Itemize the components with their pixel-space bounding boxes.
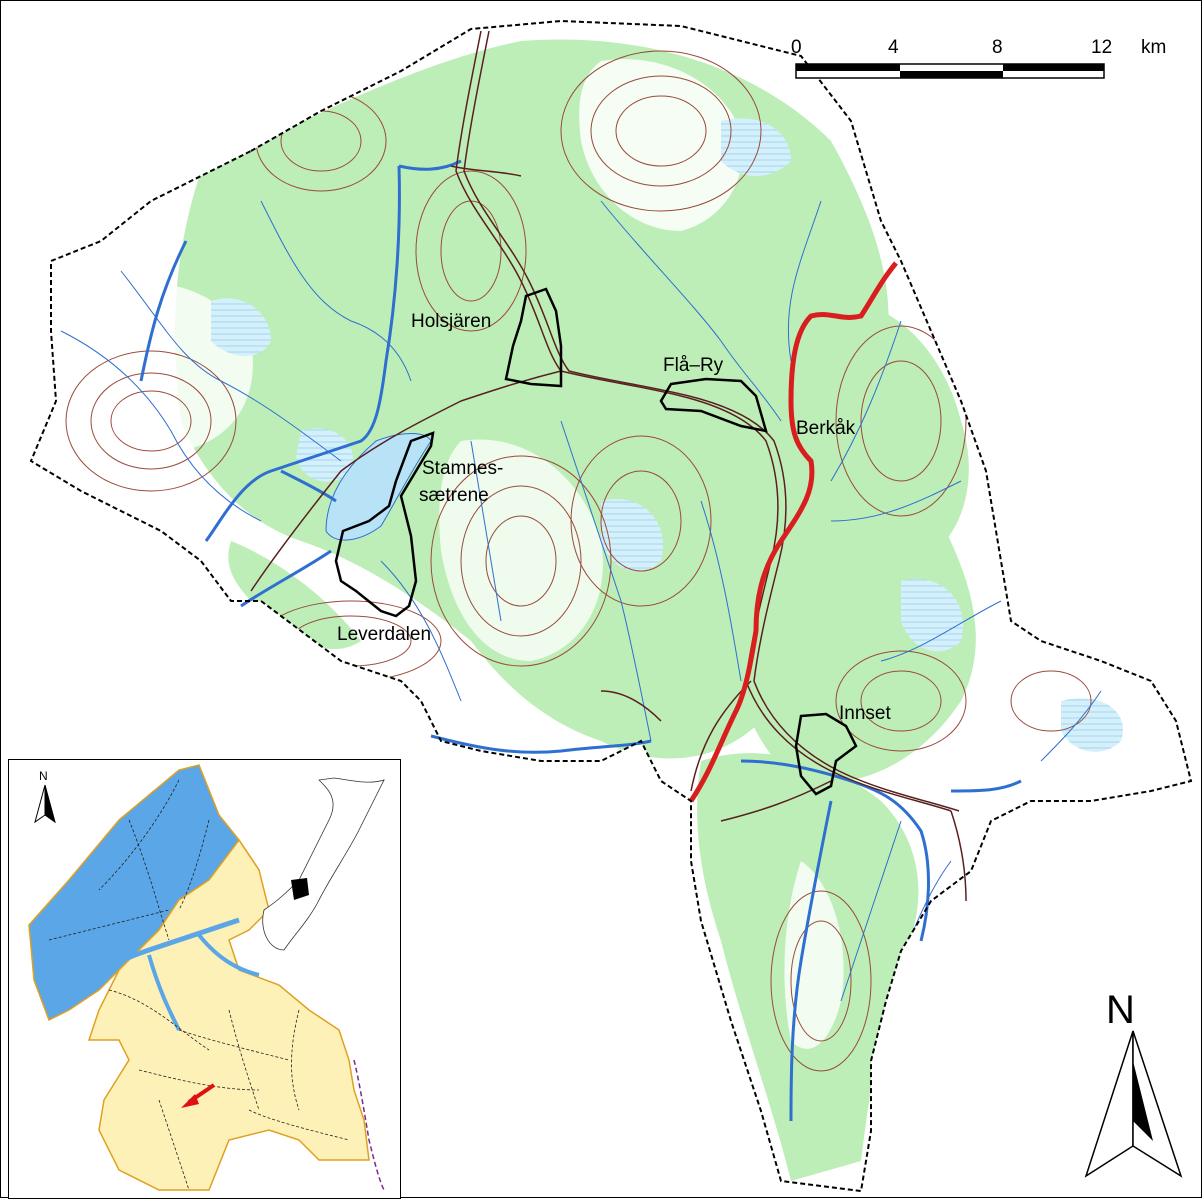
inset-national-border xyxy=(353,1059,385,1191)
label-berkak: Berkåk xyxy=(796,418,856,439)
area-fla-ry xyxy=(659,377,768,433)
inset-north-arrow-icon: N xyxy=(34,769,56,824)
inset-norway-outline xyxy=(262,777,385,951)
inset-municipality-lines xyxy=(48,779,350,1191)
inset-fjord-2 xyxy=(147,954,181,1031)
scale-tick-0: 0 xyxy=(791,37,802,58)
label-stamnes-line1: Stamnes- xyxy=(422,458,503,479)
streams xyxy=(60,200,1102,1022)
inset-fjord-3 xyxy=(197,933,260,977)
scale-tick-12: 12 xyxy=(1091,37,1112,58)
label-innset: Innset xyxy=(839,703,891,724)
label-stamnes-line2: sætrene xyxy=(419,485,489,506)
label-fla-ry: Flå–Ry xyxy=(663,355,724,376)
area-stamnessaetrene xyxy=(334,431,435,618)
inset-north-label: N xyxy=(39,769,48,783)
north-arrow-icon: N xyxy=(1084,988,1183,1178)
label-holsjaren: Holsjären xyxy=(411,311,491,332)
study-areas xyxy=(334,287,858,796)
inset-fjord xyxy=(57,917,240,993)
scale-tick-4: 4 xyxy=(888,37,899,58)
scale-bar: 0 4 8 12 km xyxy=(791,37,1166,79)
inset-map: N xyxy=(8,759,401,1199)
scale-tick-8: 8 xyxy=(992,37,1003,58)
inset-map-svg: N xyxy=(28,764,385,1191)
scale-unit: km xyxy=(1141,37,1166,58)
label-leverdalen: Leverdalen xyxy=(337,624,431,645)
inset-norway-highlight xyxy=(291,878,309,900)
area-holsjaren xyxy=(504,287,563,388)
rivers xyxy=(139,159,1022,1122)
municipality-boundary xyxy=(29,19,1193,1193)
north-label: N xyxy=(1106,988,1135,1032)
main-road xyxy=(688,261,898,803)
area-innset xyxy=(794,712,858,796)
